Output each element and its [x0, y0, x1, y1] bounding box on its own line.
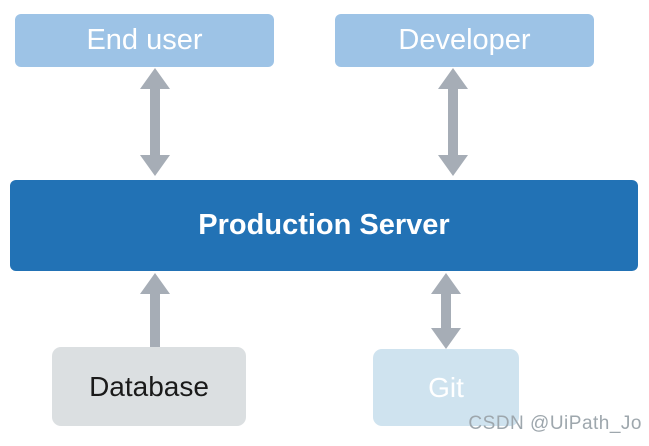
node-production-server: Production Server — [10, 180, 638, 271]
node-git: Git — [373, 349, 519, 426]
node-end-user: End user — [15, 14, 274, 67]
arrowhead-up-icon — [431, 273, 461, 294]
arrowhead-up-icon — [438, 68, 468, 89]
node-database: Database — [52, 347, 246, 426]
node-git-label: Git — [428, 371, 464, 403]
arrow-enduser-production — [140, 68, 170, 176]
node-production-server-label: Production Server — [198, 209, 450, 241]
arrow-shaft — [150, 294, 160, 347]
node-developer-label: Developer — [398, 24, 531, 56]
arrowhead-up-icon — [140, 68, 170, 89]
arrow-database-production — [140, 273, 170, 347]
node-developer: Developer — [335, 14, 594, 67]
arrow-shaft — [441, 294, 451, 328]
arrow-git-production — [431, 273, 461, 349]
node-database-label: Database — [89, 370, 209, 402]
arrowhead-down-icon — [140, 155, 170, 176]
arrow-developer-production — [438, 68, 468, 176]
node-end-user-label: End user — [86, 24, 203, 56]
csdn-watermark: CSDN @UiPath_Jo — [468, 413, 642, 434]
arrow-shaft — [150, 89, 160, 155]
arrow-shaft — [448, 89, 458, 155]
arrowhead-down-icon — [431, 328, 461, 349]
arrowhead-down-icon — [438, 155, 468, 176]
arrowhead-up-icon — [140, 273, 170, 294]
